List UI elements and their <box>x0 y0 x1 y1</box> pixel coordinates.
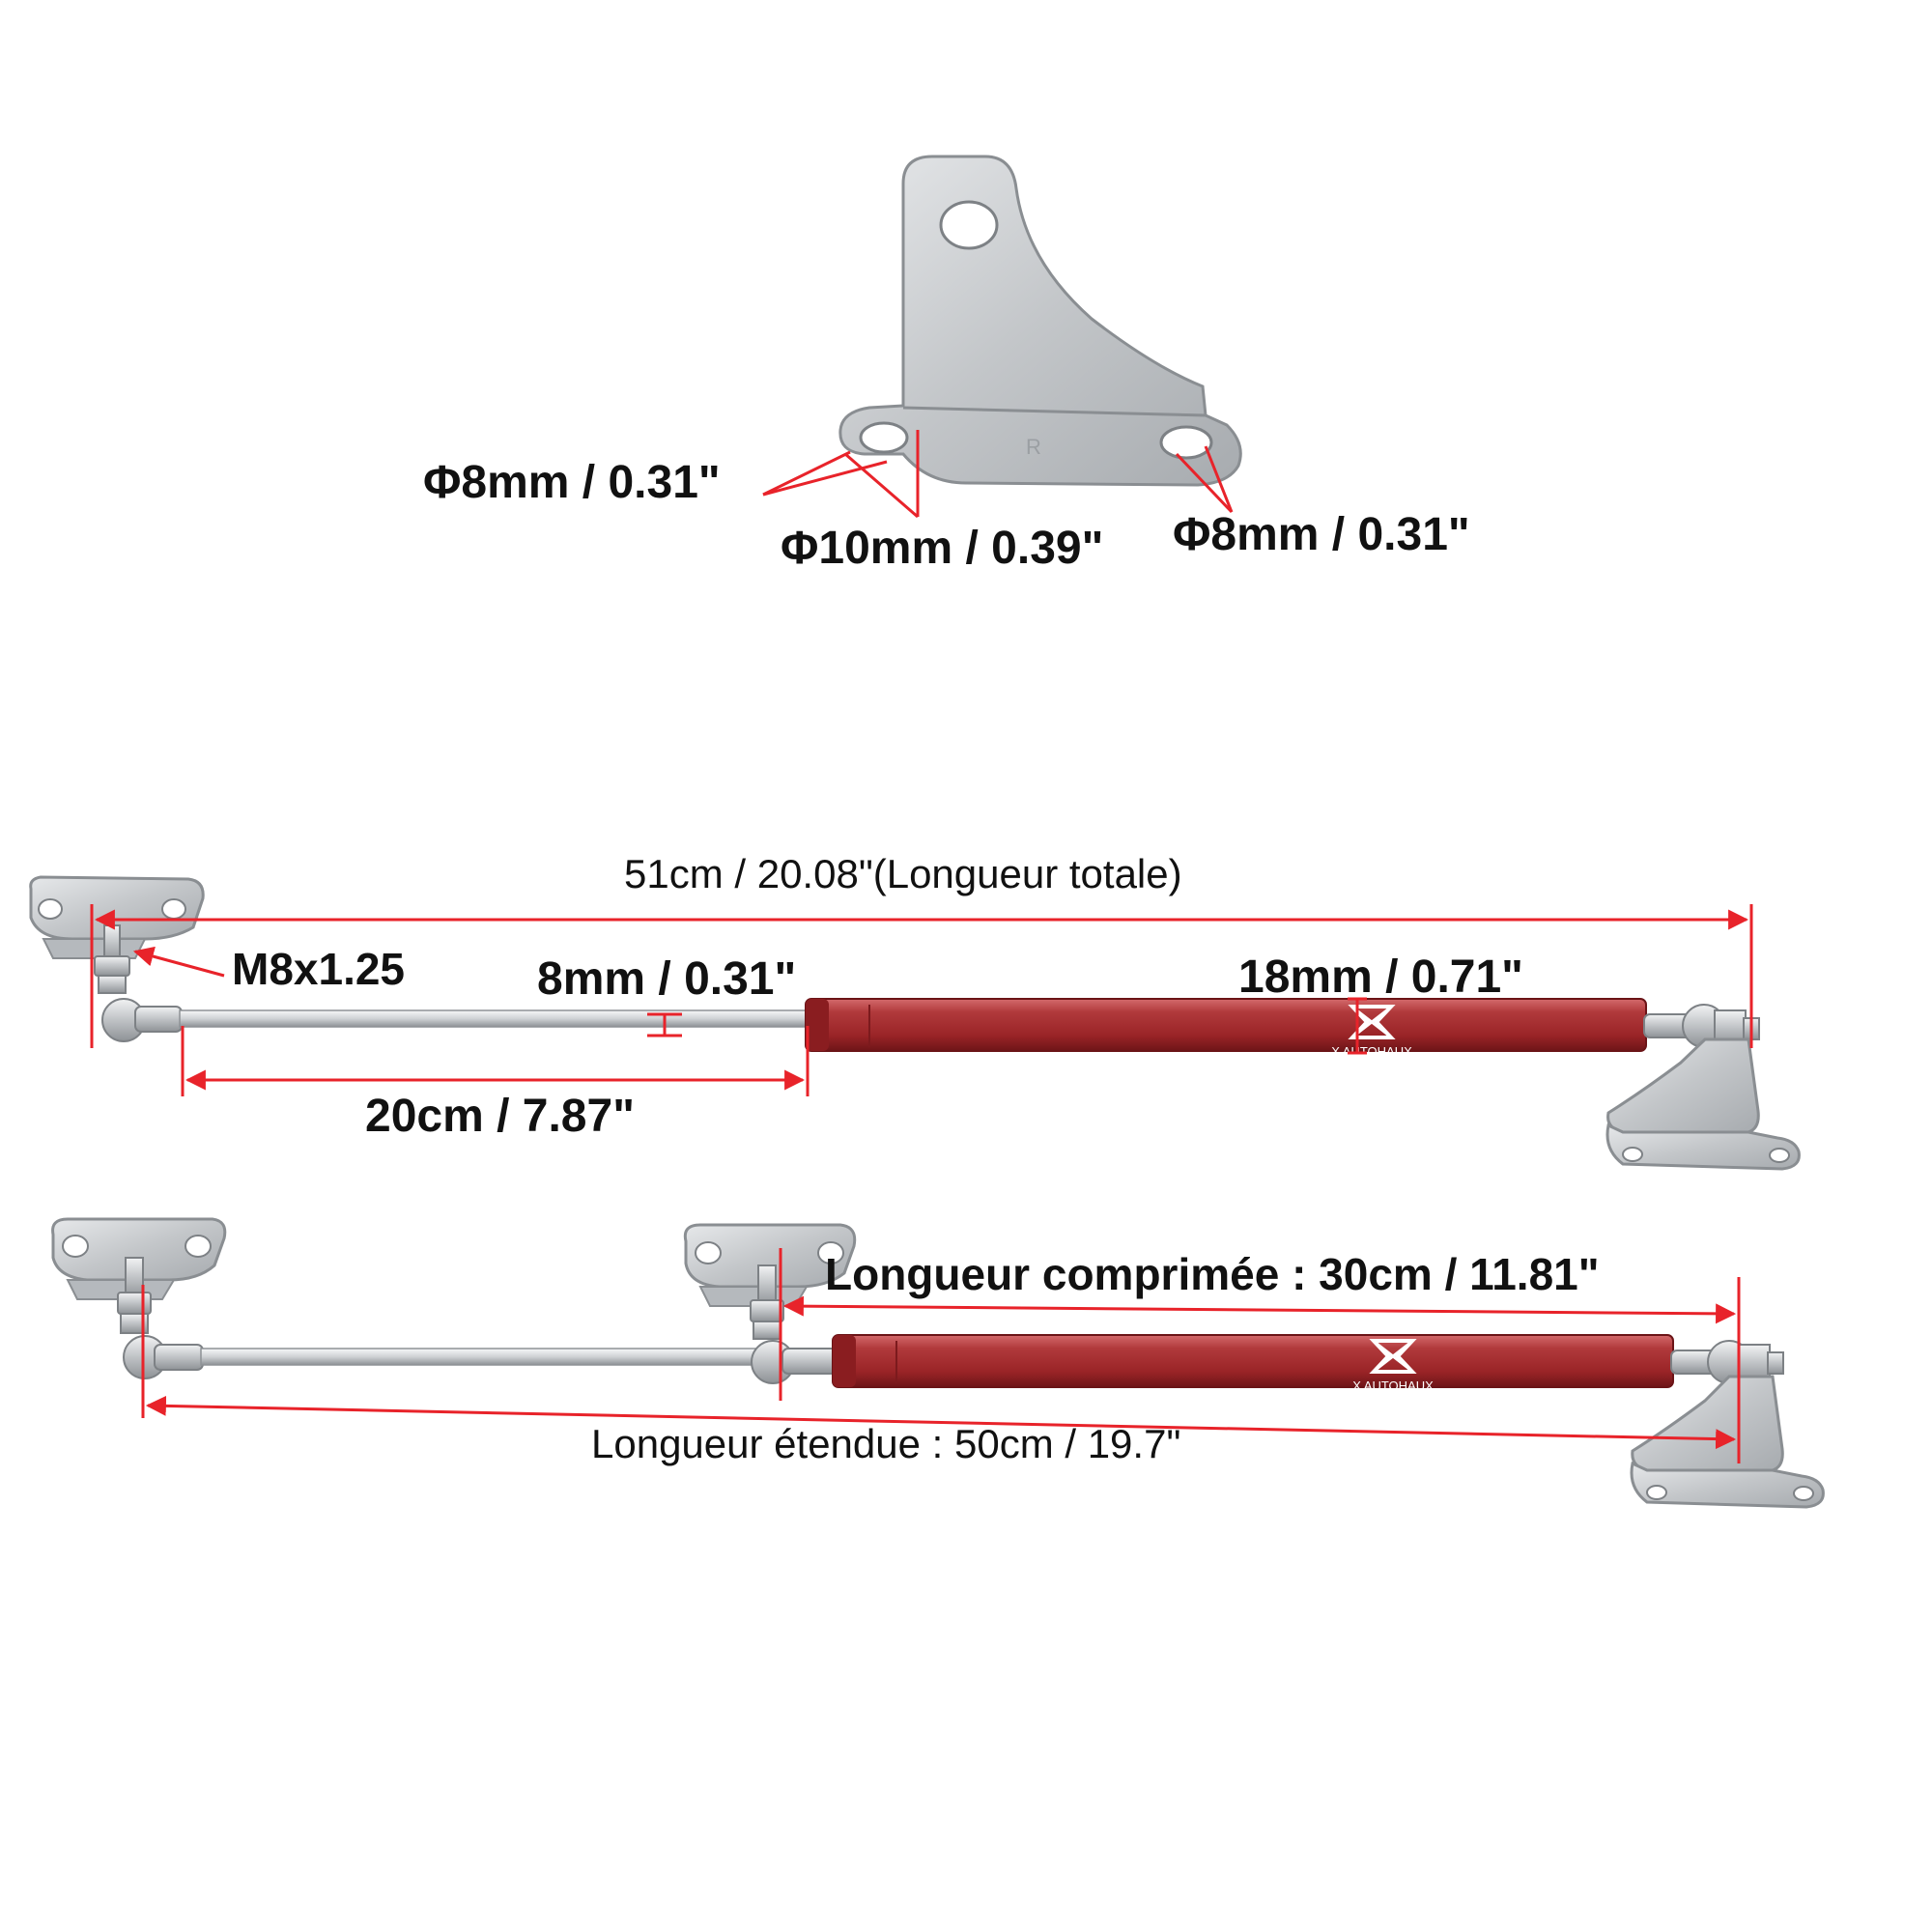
bracket-pointer-lines <box>762 430 1234 519</box>
total-length-label: 51cm / 20.08"(Longueur totale) <box>624 851 1182 896</box>
brand-text-compare: X AUTOHAUX <box>1352 1378 1434 1393</box>
rod-diameter-label: 8mm / 0.31" <box>537 953 797 1005</box>
right-mount-bracket <box>1605 1037 1801 1171</box>
bracket-hole-right-label: Φ8mm / 0.31" <box>1173 509 1470 560</box>
body-diameter-label: 18mm / 0.71" <box>1238 952 1523 1003</box>
piston-rod <box>179 1009 809 1028</box>
compare-cylinder-body <box>832 1334 1674 1388</box>
compare-brand-logo <box>1369 1339 1417 1374</box>
bracket-hole-middle-label: Φ10mm / 0.39" <box>781 523 1104 574</box>
compare-left-bracket <box>51 1217 227 1379</box>
angle-bracket-illustration <box>838 155 1242 487</box>
right-ball-stud <box>1643 1004 1760 1048</box>
compare-right-bracket <box>1630 1375 1825 1509</box>
brand-logo <box>1348 1005 1396 1039</box>
compare-middle-bracket <box>683 1223 857 1384</box>
cylinder-body <box>805 998 1647 1052</box>
bracket-hole-left-label: Φ8mm / 0.31" <box>423 457 721 508</box>
comparison-strut-illustration <box>51 1217 1825 1509</box>
extended-length-label: Longueur étendue : 50cm / 19.7" <box>591 1421 1181 1466</box>
compressed-length-label: Longueur comprimée : 30cm / 11.81" <box>825 1249 1600 1299</box>
extended-strut-dimensions <box>90 904 1753 1096</box>
left-ball-stud <box>94 924 183 1042</box>
thread-size-label: M8x1.25 <box>232 944 406 994</box>
compare-piston-rod <box>200 1348 781 1366</box>
brand-text-extended: X AUTOHAUX <box>1331 1044 1412 1059</box>
bracket-stamp: R <box>1026 435 1041 459</box>
compare-strut-dimensions <box>141 1248 1741 1463</box>
stroke-length-label: 20cm / 7.87" <box>365 1091 635 1142</box>
